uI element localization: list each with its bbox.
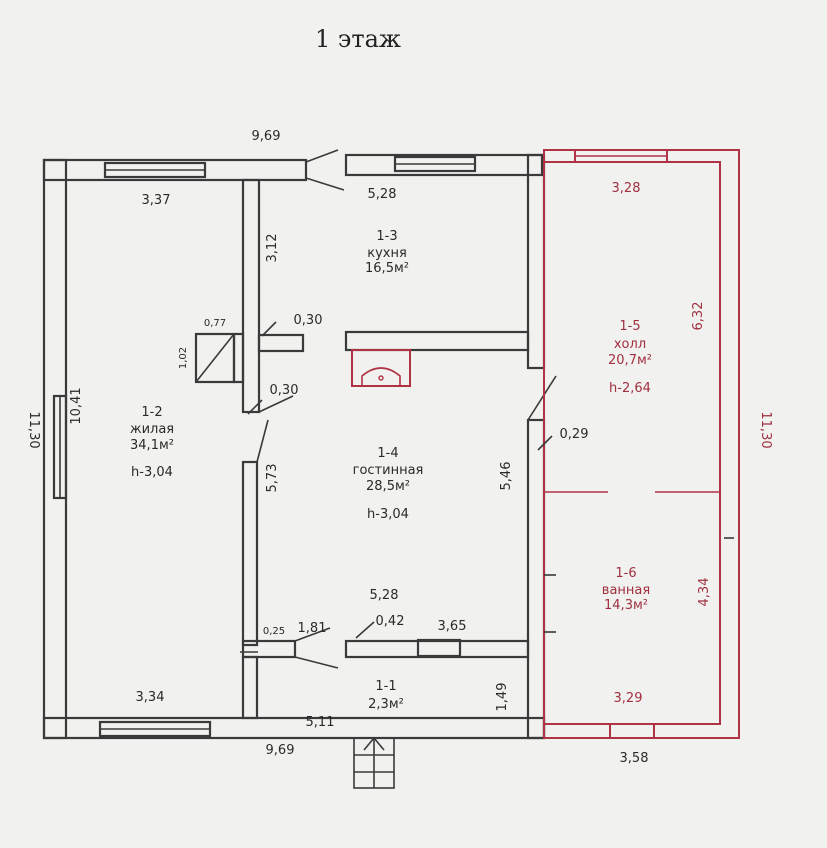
dim-annex-bottom: 3,58	[620, 751, 649, 766]
arrow	[373, 737, 385, 751]
leader	[261, 321, 277, 337]
room-id: 1-4	[377, 446, 398, 461]
wall-r12-r13	[241, 178, 261, 414]
leader	[247, 399, 263, 415]
dim-wall-030-b: 0,30	[270, 383, 299, 398]
interior-doors	[240, 375, 557, 669]
dim-r15-length: 6,32	[691, 302, 706, 331]
door-leaf	[305, 149, 339, 163]
room-1-2: 1-2 жилая 34,1м² h-3,04	[130, 405, 174, 480]
fireplace-hole	[378, 375, 384, 381]
right-wall-lower	[526, 418, 546, 740]
room-height: h-3,04	[367, 507, 409, 522]
room-name: холл	[614, 337, 646, 352]
dim-wall-030-a: 0,30	[294, 313, 323, 328]
wall-r13-r14	[344, 330, 530, 352]
room-area: 34,1м²	[130, 438, 174, 453]
entrance-steps	[353, 737, 395, 789]
room-id: 1-1	[375, 679, 396, 694]
dim-right-overall: 11,30	[758, 411, 773, 448]
annex-door-bottom	[609, 723, 655, 739]
room-id: 1-3	[376, 229, 397, 244]
top-wall-right	[344, 153, 544, 177]
interior-walls	[241, 178, 530, 720]
room-1-5: 1-5 холл 20,7м² h-2,64	[608, 319, 652, 396]
dim-r11-depth: 1,49	[495, 683, 510, 712]
dim-r11-width: 5,11	[306, 715, 335, 730]
leader	[355, 621, 375, 639]
stove-diagonal	[195, 333, 235, 383]
dim-stove-h: 1,02	[178, 347, 189, 369]
room-height: h-2,64	[609, 381, 651, 396]
dim-stove-w: 0,77	[204, 318, 226, 329]
window-vestibule	[416, 638, 462, 658]
room-name: ванная	[602, 583, 650, 598]
fireplace	[351, 349, 411, 387]
door-vest-b	[294, 656, 339, 669]
entrance-door-top	[305, 149, 345, 191]
door-vest-a	[294, 627, 331, 642]
wall-r12-r14	[241, 460, 259, 647]
annex-outer	[543, 149, 740, 739]
wall-vestibule-right	[344, 639, 530, 659]
room-1-3: 1-3 кухня 16,5м²	[365, 229, 409, 276]
dim-r14-depth: 5,46	[499, 462, 514, 491]
fireplace-arch	[361, 367, 401, 386]
room-name: кухня	[367, 246, 407, 261]
dim-r16-width: 3,29	[614, 691, 643, 706]
door-leaf	[305, 177, 345, 191]
leader	[537, 435, 553, 451]
room-height: h-3,04	[131, 465, 173, 480]
dim-r16-depth: 4,34	[697, 578, 712, 607]
dim-r12-length: 10,41	[69, 387, 84, 424]
wall-vestibule-side	[241, 655, 259, 720]
room-area: 2,3м²	[368, 697, 404, 712]
dim-r14-left-wall: 5,73	[265, 464, 280, 493]
room-name: гостинная	[353, 463, 424, 478]
dim-top-overall: 9,69	[252, 129, 281, 144]
windows	[52, 155, 477, 738]
door-r12	[258, 395, 294, 413]
stove	[194, 332, 411, 387]
dim-r13-depth: 3,12	[265, 234, 280, 263]
room-1-1: 1-1 2,3м²	[368, 679, 404, 712]
plan-title: 1 этаж	[315, 25, 401, 53]
dim-left-overall: 11,30	[26, 411, 41, 448]
room-id: 1-6	[615, 566, 636, 581]
room-id: 1-5	[619, 319, 640, 334]
room-name: жилая	[130, 422, 174, 437]
dim-wall-025: 0,25	[263, 626, 285, 637]
dim-365: 3,65	[438, 619, 467, 634]
stub-wall	[257, 333, 305, 353]
room-area: 14,3м²	[604, 598, 648, 613]
dim-wall-042: 0,42	[376, 614, 405, 629]
top-wall-left	[42, 158, 308, 182]
arrow	[363, 737, 375, 751]
right-wall-upper	[526, 153, 546, 370]
dim-r15-width: 3,28	[612, 181, 641, 196]
wall-vestibule-left	[241, 639, 297, 659]
annex-walls	[543, 149, 740, 739]
dim-bottom-overall: 9,69	[266, 743, 295, 758]
dim-r14-width: 5,28	[370, 588, 399, 603]
dimension-labels: 9,69 9,69 11,30 11,30 3,37 3,34 10,41 5,…	[26, 129, 773, 766]
dim-r13-width: 5,28	[368, 187, 397, 202]
dim-r12-top: 3,37	[142, 193, 171, 208]
dim-wall-029: 0,29	[560, 427, 589, 442]
room-area: 20,7м²	[608, 353, 652, 368]
room-1-6: 1-6 ванная 14,3м²	[602, 566, 650, 613]
room-1-4: 1-4 гостинная 28,5м² h-3,04	[353, 446, 424, 522]
door-r14-left	[256, 419, 269, 463]
door-r15	[527, 375, 557, 421]
leader-lines	[247, 321, 553, 639]
room-area: 28,5м²	[366, 479, 410, 494]
annex-inner	[543, 161, 721, 725]
stove-edge	[232, 332, 245, 384]
room-id: 1-2	[141, 405, 162, 420]
dim-181: 1,81	[298, 621, 327, 636]
room-area: 16,5м²	[365, 261, 409, 276]
dim-r12-bottom: 3,34	[136, 690, 165, 705]
